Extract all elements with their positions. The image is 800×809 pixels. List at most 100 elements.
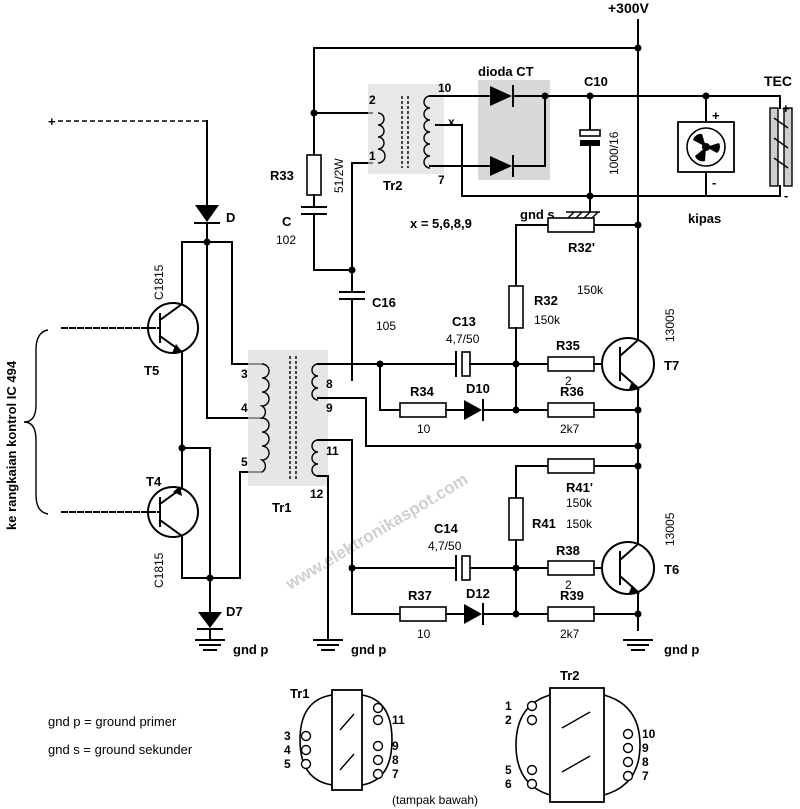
secondary-output: C10 1000/16 gnd s + - kipas TEC + - [435, 73, 793, 226]
tr1-bv-pin-7: 7 [392, 767, 399, 781]
r39-label: R39 [560, 588, 584, 603]
tr1-bv-pin-9: 9 [392, 739, 399, 753]
r38-label: R38 [556, 543, 580, 558]
resistor-r41 [508, 497, 524, 541]
r32p-value: 150k [577, 283, 604, 297]
tr2-pin-10: 10 [438, 81, 452, 95]
tr2-bv-pin-7: 7 [642, 769, 649, 783]
diode-ct-label: dioda CT [478, 64, 534, 79]
resistor-r37 [399, 606, 447, 622]
r37-value: 10 [417, 627, 431, 641]
t7-type: 13005 [663, 308, 677, 342]
c-value: 102 [276, 233, 296, 247]
t4-label: T4 [146, 474, 162, 489]
tr1-pin-11: 11 [326, 444, 339, 458]
tr2-pin-2: 2 [369, 93, 376, 107]
r34-value: 10 [417, 422, 431, 436]
transistor-t6 [601, 541, 655, 595]
legend: gnd p = ground primer gnd s = ground sek… [48, 714, 193, 757]
c16-value: 105 [376, 319, 396, 333]
tr2-x-note: x = 5,6,8,9 [410, 216, 472, 231]
tr1-bv-pin-4: 4 [284, 743, 291, 757]
gnd-p-label-1: gnd p [233, 642, 268, 657]
resistor-r39 [547, 606, 595, 622]
resistor-r36 [547, 402, 595, 418]
r41p-label: R41' [566, 480, 593, 495]
r37-label: R37 [408, 588, 432, 603]
r39-value: 2k7 [560, 627, 580, 641]
gnd-p-label-3: gnd p [664, 642, 699, 657]
r35-value: 2 [565, 374, 572, 388]
tr2-bv-pin-2: 2 [505, 713, 512, 727]
snubber-network: R33 51/2W C 102 C16 105 [270, 47, 396, 381]
transformer-tr2: 2 1 10 7 x Tr2 x = 5,6,8,9 [368, 81, 472, 231]
c14-label: C14 [434, 521, 459, 536]
tr2-bv-pin-5: 5 [505, 763, 512, 777]
r32-value: 150k [534, 313, 561, 327]
tec-label: TEC [764, 73, 792, 89]
tr2-bv-pin-10: 10 [642, 727, 656, 741]
t5-label: T5 [144, 363, 159, 378]
supply-label: +300V [608, 0, 650, 16]
tec-minus: - [784, 188, 788, 203]
transistor-t7 [601, 337, 655, 391]
c-label: C [282, 214, 292, 229]
fan-plus: + [712, 108, 720, 123]
transformer-tr1: 3 4 5 8 9 11 12 Tr1 gnd p [241, 350, 639, 657]
input-plus: + [48, 114, 56, 129]
d12-label: D12 [466, 586, 490, 601]
d10-label: D10 [466, 381, 490, 396]
tr2-pin-x: x [448, 115, 455, 129]
r32p-label: R32' [568, 240, 595, 255]
tr1-pin-8: 8 [326, 377, 333, 391]
diode-d7 [198, 612, 222, 628]
t5-type: C1815 [152, 264, 166, 300]
c13-label: C13 [452, 314, 476, 329]
tr1-bottom-label: Tr1 [290, 686, 310, 701]
r41-label: R41 [532, 516, 556, 531]
upper-switch: R32' 150k R32 150k C13 4,7/50 R35 2 R34 … [376, 217, 679, 436]
bottom-view-label: (tampak bawah) [392, 793, 478, 807]
c10-value: 1000/16 [607, 131, 621, 175]
tr2-label: Tr2 [383, 178, 403, 193]
r33-value: 51/2W [332, 158, 346, 193]
diode-d [195, 205, 219, 222]
kipas-label: kipas [688, 211, 721, 226]
d-label: D [226, 210, 235, 225]
tr1-pin-5: 5 [241, 455, 248, 469]
r41-value: 150k [566, 517, 593, 531]
tr1-pin-3: 3 [241, 367, 248, 381]
tr1-bv-pin-8: 8 [392, 753, 399, 767]
c10-label: C10 [584, 74, 608, 89]
tr2-pin-1: 1 [369, 149, 376, 163]
lower-switch: R41' 150k R41 150k C14 4,7/50 R38 2 R37 … [348, 442, 699, 657]
r34-label: R34 [410, 384, 435, 399]
tr1-bv-pin-11: 11 [392, 713, 405, 727]
resistor-r33 [306, 154, 322, 196]
c13-value: 4,7/50 [446, 332, 480, 346]
diode-d10 [464, 400, 482, 420]
resistor-r32 [508, 285, 524, 329]
tr2-bv-pin-8: 8 [642, 755, 649, 769]
tr2-bv-pin-9: 9 [642, 741, 649, 755]
tr1-pin-4: 4 [241, 401, 248, 415]
tec-plus: + [782, 101, 790, 116]
c14-value: 4,7/50 [428, 539, 462, 553]
c16-label: C16 [372, 295, 396, 310]
tr2-pin-7: 7 [438, 173, 445, 187]
gnd-p-label-2: gnd p [351, 642, 386, 657]
r36-label: R36 [560, 384, 584, 399]
d7-label: D7 [226, 604, 243, 619]
gnd-s-label: gnd s [520, 207, 555, 222]
diode-d12 [464, 604, 482, 624]
diode-ct: dioda CT [429, 64, 639, 180]
resistor-r41p [547, 458, 595, 474]
tr1-pin-12: 12 [310, 487, 324, 501]
r36-value: 2k7 [560, 422, 580, 436]
tec-icon [769, 107, 779, 187]
tr1-pin-9: 9 [326, 401, 333, 415]
r41p-value: 150k [566, 496, 593, 510]
tr1-bv-pin-3: 3 [284, 729, 291, 743]
fan-minus: - [712, 175, 716, 190]
r33-label: R33 [270, 168, 294, 183]
